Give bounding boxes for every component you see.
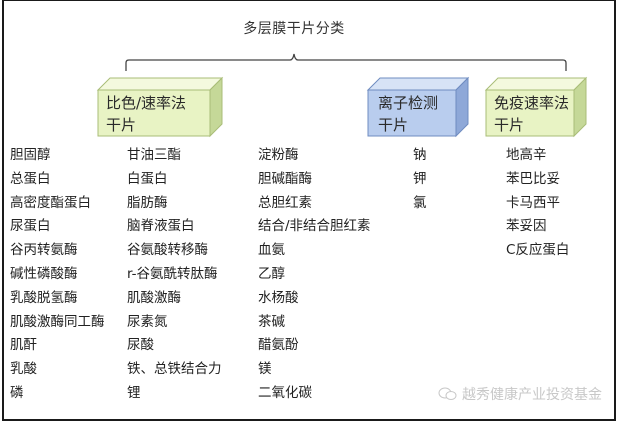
- test-item: 白蛋白: [127, 170, 168, 187]
- test-item: 铁、总铁结合力: [127, 361, 222, 378]
- test-item: 钾: [413, 170, 427, 187]
- test-item: 地高辛: [506, 147, 547, 163]
- test-item: 锂: [127, 384, 141, 401]
- test-item: 肌酐: [10, 337, 37, 354]
- test-item: 茶碱: [258, 313, 285, 330]
- test-item: 谷氨酸转移酶: [127, 242, 208, 259]
- test-list-immuno: 地高辛 苯巴比妥 卡马西平 苯妥因 C反应蛋白: [506, 144, 569, 263]
- watermark-text: 越秀健康产业投资基金: [462, 387, 602, 403]
- test-item: 肌酸激酶同工酶: [10, 313, 105, 330]
- test-item: 肌酸激酶: [127, 289, 181, 306]
- test-item: 乙醇: [258, 265, 285, 282]
- diagram-title: 多层膜干片分类: [0, 18, 640, 38]
- test-item: 水杨酸: [258, 289, 299, 306]
- test-item: 淀粉酶: [258, 147, 299, 163]
- category-label-line1: 免疫速率法: [494, 94, 570, 112]
- test-item: 尿酸: [127, 337, 154, 354]
- test-item: 总蛋白: [10, 170, 51, 187]
- category-label-line2: 干片: [494, 116, 525, 134]
- test-item: 乳酸脱氢酶: [10, 289, 78, 306]
- test-item: 卡马西平: [506, 194, 560, 211]
- diagram-frame: [2, 0, 616, 421]
- test-item: 镁: [258, 361, 272, 378]
- test-item: 二氧化碳: [258, 384, 312, 401]
- category-box-ion: 离子检测 干片: [366, 76, 470, 138]
- test-list-ion: 钠 钾 氯: [413, 144, 427, 215]
- test-item: 碱性磷酸酶: [10, 265, 78, 282]
- test-item: 尿蛋白: [10, 218, 51, 235]
- test-item: 脂肪酶: [127, 194, 168, 211]
- category-label: 免疫速率法 干片: [494, 92, 569, 136]
- test-item: 结合/非结合胆红素: [258, 218, 371, 235]
- test-item: 总胆红素: [258, 194, 312, 211]
- test-item: 钠: [413, 147, 427, 163]
- classification-bracket: [125, 53, 567, 71]
- box-3d-shape: [96, 76, 224, 138]
- test-list-col1: 胆固醇 总蛋白 高密度酯蛋白 尿蛋白 谷丙转氨酶 碱性磷酸酶 乳酸脱氢酶 肌酸激…: [10, 144, 105, 406]
- test-item: 胆碱酯酶: [258, 170, 312, 187]
- wechat-icon: [438, 387, 457, 400]
- test-item: 乳酸: [10, 361, 37, 378]
- category-label-line1: 比色/速率法: [106, 94, 187, 112]
- test-item: 脑脊液蛋白: [127, 218, 195, 235]
- test-list-col3: 淀粉酶 胆碱酯酶 总胆红素 结合/非结合胆红素 血氨 乙醇 水杨酸 茶碱 醋氨酚…: [258, 144, 371, 406]
- test-item: 苯巴比妥: [506, 170, 560, 187]
- category-box-colorimetric: 比色/速率法 干片: [96, 76, 226, 138]
- title-text: 多层膜干片分类: [243, 21, 345, 37]
- test-item: 磷: [10, 384, 24, 401]
- watermark: 越秀健康产业投资基金: [438, 384, 602, 404]
- category-box-immuno: 免疫速率法 干片: [484, 76, 588, 138]
- test-item: C反应蛋白: [506, 242, 570, 259]
- test-item: 谷丙转氨酶: [10, 242, 78, 259]
- box-3d-shape: [484, 76, 588, 138]
- test-item: 甘油三酯: [127, 147, 181, 163]
- test-item: 氯: [413, 194, 427, 211]
- box-3d-shape: [366, 76, 470, 138]
- test-item: r-谷氨酰转肽酶: [127, 265, 218, 282]
- test-item: 高密度酯蛋白: [10, 194, 91, 211]
- test-item: 胆固醇: [10, 147, 51, 163]
- category-label-line1: 离子检测: [378, 94, 439, 112]
- test-list-col2: 甘油三酯 白蛋白 脂肪酶 脑脊液蛋白 谷氨酸转移酶 r-谷氨酰转肽酶 肌酸激酶 …: [127, 144, 222, 406]
- category-label: 离子检测 干片: [378, 92, 438, 136]
- test-item: 醋氨酚: [258, 337, 299, 354]
- category-label-line2: 干片: [378, 116, 409, 134]
- category-label-line2: 干片: [106, 116, 137, 134]
- test-item: 尿素氮: [127, 313, 168, 330]
- test-item: 血氨: [258, 242, 285, 259]
- test-item: 苯妥因: [506, 218, 547, 235]
- category-label: 比色/速率法 干片: [106, 92, 186, 136]
